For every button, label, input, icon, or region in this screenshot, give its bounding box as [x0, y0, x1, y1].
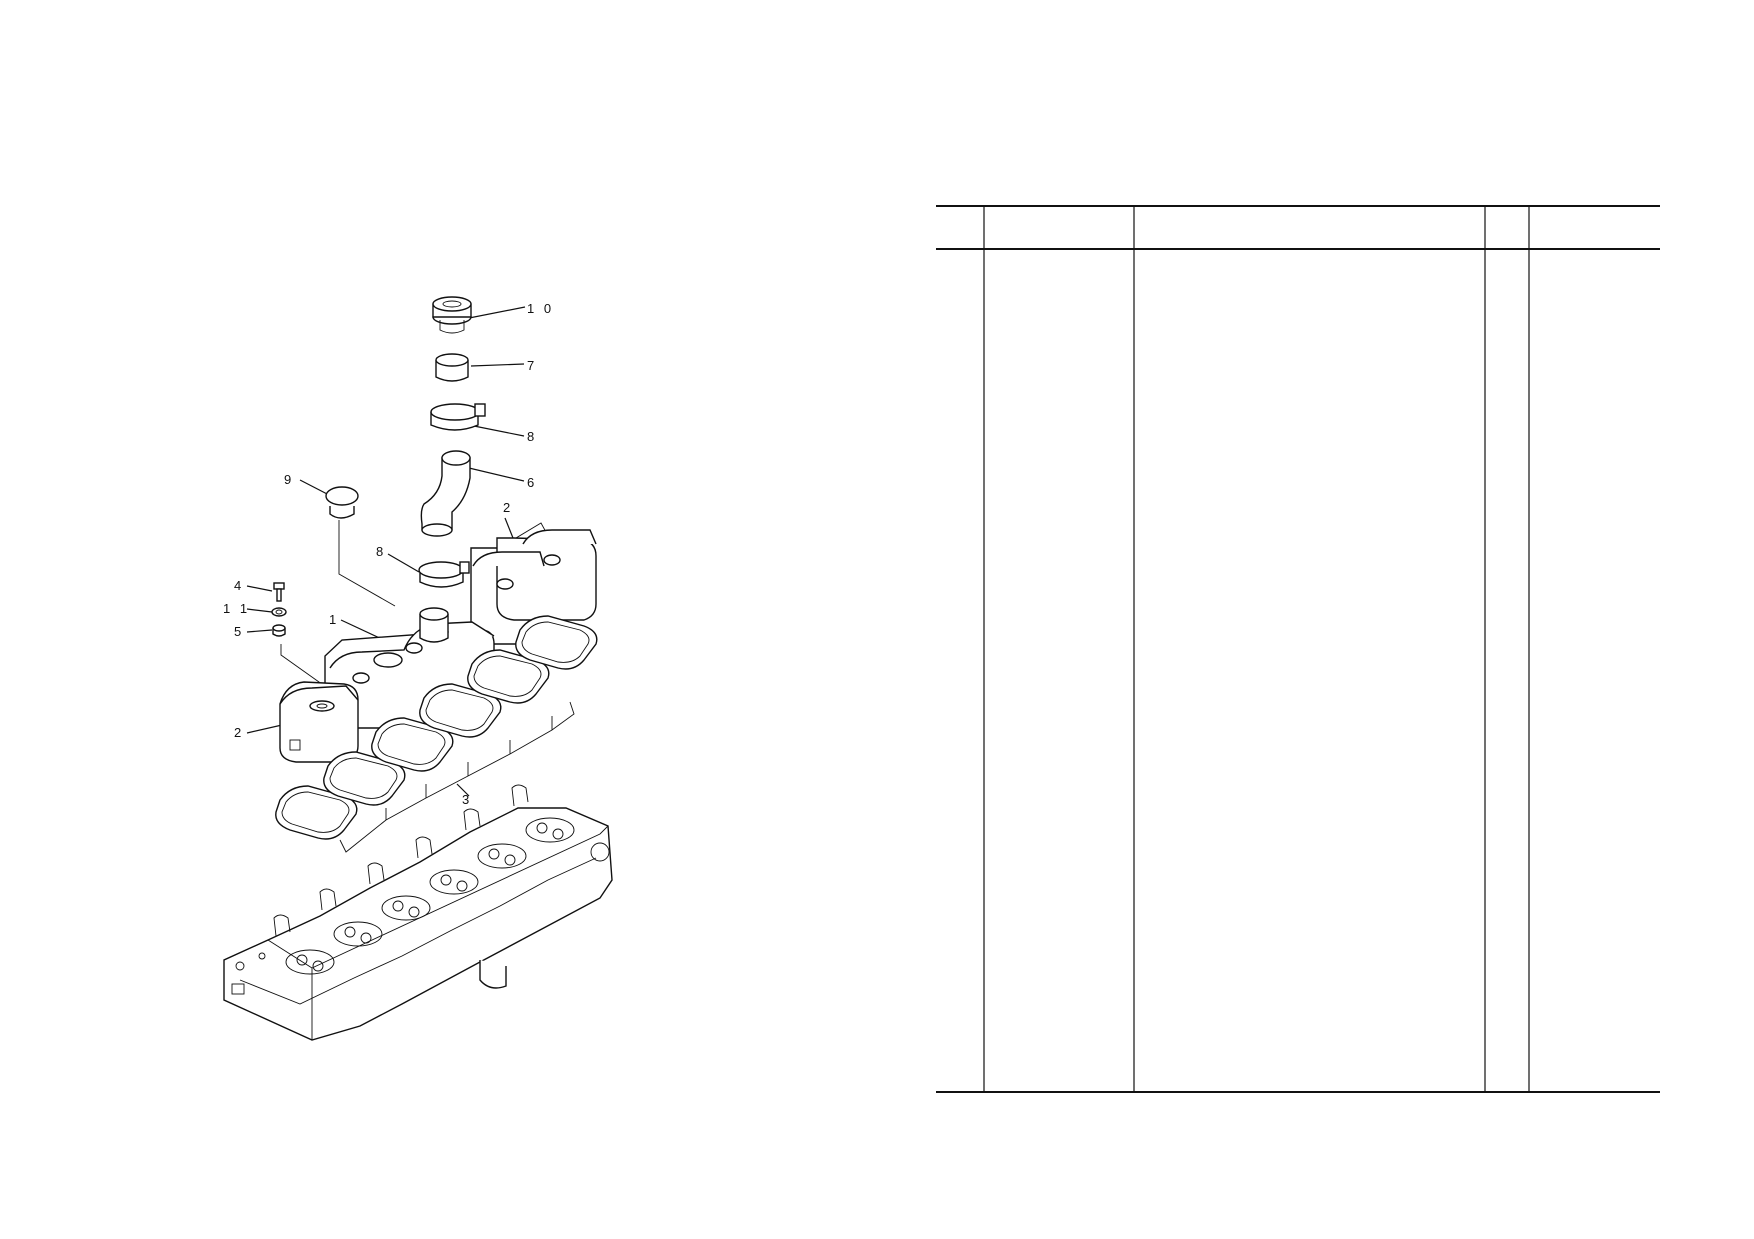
- table-grid: [936, 205, 1660, 1093]
- callout-5: 5: [234, 624, 244, 639]
- cylinder-head-part: [223, 784, 613, 1041]
- callout-11: 1 1: [223, 601, 250, 616]
- plug-part: [325, 486, 359, 519]
- hose-clamp-lower-part: [418, 561, 470, 588]
- callout-1: 1: [329, 612, 339, 627]
- rocker-posts: [273, 784, 529, 937]
- callout-6: 6: [527, 475, 537, 490]
- valve-cover-left-part: [279, 681, 359, 763]
- filler-cap-part: [432, 296, 472, 334]
- callout-4: 4: [234, 578, 244, 593]
- valve-spring-pockets: [285, 817, 575, 975]
- callout-7: 7: [527, 358, 537, 373]
- bolt-washer-set: [271, 582, 287, 637]
- breather-hose-part: [420, 450, 471, 537]
- callout-8-lower: 8: [376, 544, 386, 559]
- callout-10: 1 0: [527, 301, 554, 316]
- callout-8-upper: 8: [527, 429, 537, 444]
- gasket-set-part: [275, 615, 598, 853]
- hose-clamp-upper-part: [430, 403, 486, 431]
- center-cover-part: [324, 607, 495, 729]
- callout-2-right: 2: [503, 500, 513, 515]
- callout-2-left: 2: [234, 725, 244, 740]
- sleeve-part: [435, 353, 469, 382]
- callout-9: 9: [284, 472, 294, 487]
- callout-3: 3: [462, 792, 472, 807]
